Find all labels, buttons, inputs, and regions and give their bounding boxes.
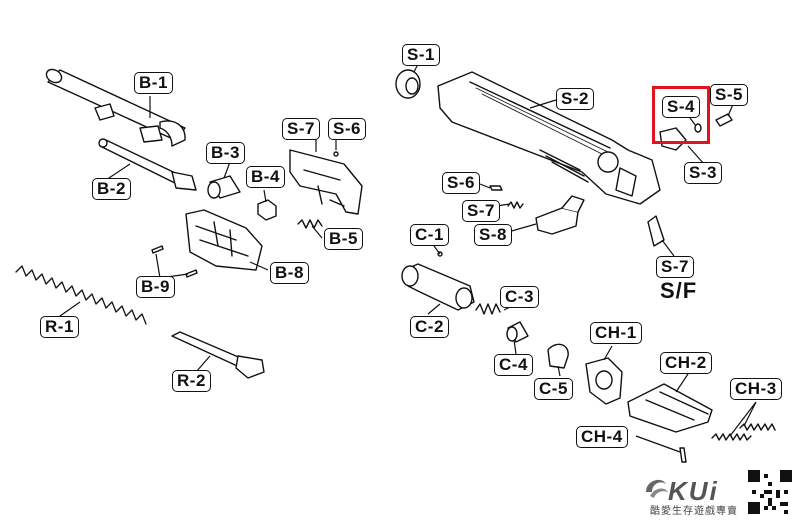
label-s2: S-2 xyxy=(556,88,594,110)
part-ch4 xyxy=(679,447,687,463)
label-c3: C-3 xyxy=(500,286,539,308)
part-s8 xyxy=(535,195,585,235)
logo-icon xyxy=(646,479,668,498)
label-ch1: CH-1 xyxy=(590,322,642,344)
part-s7-sf xyxy=(647,215,665,247)
highlight-box-s4 xyxy=(652,86,710,144)
part-b2-inner-barrel xyxy=(98,138,197,191)
label-b1: B-1 xyxy=(134,72,173,94)
part-ch2 xyxy=(627,383,713,433)
label-c2: C-2 xyxy=(410,316,449,338)
label-s8: S-8 xyxy=(474,224,512,246)
label-s1: S-1 xyxy=(402,44,440,66)
label-b2: B-2 xyxy=(92,178,131,200)
part-s6-top xyxy=(333,151,339,157)
part-b1-outer-barrel xyxy=(45,68,186,147)
part-b4 xyxy=(257,199,277,221)
label-s4: S-4 xyxy=(662,96,700,118)
logo-tagline: 酷愛生存遊戲專賣 xyxy=(650,506,738,517)
part-s6-mid xyxy=(489,185,503,191)
qr-code xyxy=(748,470,792,514)
label-sf: S/F xyxy=(660,278,698,303)
part-b3 xyxy=(207,175,241,199)
label-s6-mid: S-6 xyxy=(442,172,480,194)
label-s6-top: S-6 xyxy=(328,118,366,140)
part-c3 xyxy=(475,303,501,315)
label-s7-top: S-7 xyxy=(282,118,320,140)
part-c2 xyxy=(401,263,475,311)
part-ch3 xyxy=(711,423,776,441)
label-ch2: CH-2 xyxy=(660,352,712,374)
logo-brand: KUi xyxy=(668,476,719,506)
part-s7-mid xyxy=(507,201,524,209)
label-s5: S-5 xyxy=(710,84,748,106)
label-c4: C-4 xyxy=(494,354,533,376)
label-b4: B-4 xyxy=(246,166,285,188)
label-ch4: CH-4 xyxy=(576,426,628,448)
part-b9 xyxy=(151,245,198,278)
part-s2 xyxy=(437,71,661,205)
part-b5 xyxy=(297,219,323,229)
label-c5: C-5 xyxy=(534,378,573,400)
label-b3: B-3 xyxy=(206,142,245,164)
part-r1 xyxy=(15,265,147,325)
label-ch3: CH-3 xyxy=(730,378,782,400)
label-b9: B-9 xyxy=(136,276,175,298)
label-c1: C-1 xyxy=(410,224,449,246)
part-s4 xyxy=(694,123,702,133)
label-r1: R-1 xyxy=(40,316,79,338)
part-s5 xyxy=(715,113,733,127)
label-b8: B-8 xyxy=(270,262,309,284)
part-c5 xyxy=(547,343,569,369)
part-b8 xyxy=(185,209,263,271)
label-s3: S-3 xyxy=(684,162,722,184)
part-ch1 xyxy=(585,357,623,405)
label-s7-sf: S-7 xyxy=(656,256,694,278)
part-c4 xyxy=(506,321,529,343)
part-r2 xyxy=(171,331,265,379)
part-s7-top xyxy=(289,149,363,215)
label-s7-mid: S-7 xyxy=(462,200,500,222)
label-b5: B-5 xyxy=(324,228,363,250)
label-r2: R-2 xyxy=(172,370,211,392)
part-s1 xyxy=(395,69,421,99)
